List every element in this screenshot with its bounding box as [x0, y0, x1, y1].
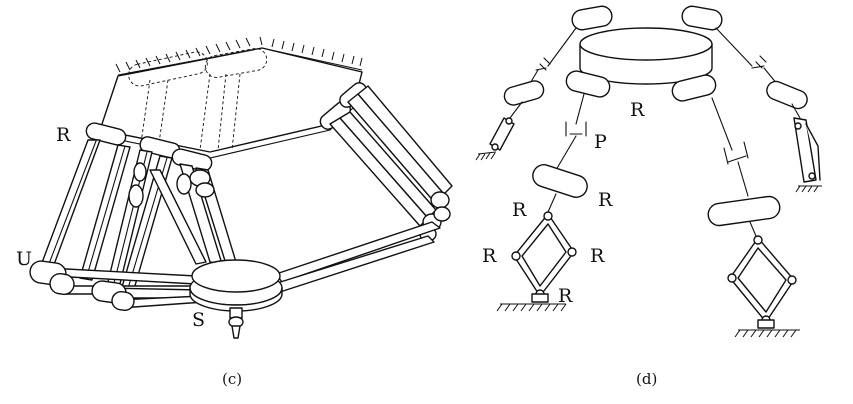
joint-label-r-right-d: R: [598, 189, 613, 211]
caption-c: (c): [222, 370, 242, 388]
hidden-actuators-c: [128, 48, 268, 151]
joint-label-p-d: P: [594, 131, 607, 153]
right-outer-chain-d: [715, 27, 822, 193]
joint-label-r-side-left-d: R: [482, 245, 497, 267]
right-legs-c: [273, 85, 453, 293]
caption-d: (d): [636, 370, 657, 388]
joint-label-r-side-right-d: R: [590, 245, 605, 267]
joint-label-r-bottom-d: R: [558, 285, 573, 307]
right-middle-chain-d: [671, 74, 800, 338]
base-revolute-joints-c: [85, 82, 367, 172]
u-joints-c: [29, 260, 135, 311]
left-outer-chain-d: [475, 27, 577, 161]
panel-d-diagram: R P R R R R R (d): [475, 5, 822, 388]
middle-leg-c: [105, 149, 173, 297]
left-leg-c: [39, 139, 131, 281]
panel-c-diagram: R U S (c): [16, 36, 453, 388]
top-cylinders-d: [571, 5, 723, 31]
inner-legs-c: [149, 163, 237, 265]
left-middle-chain-d: [496, 70, 611, 312]
joint-label-u-c: U: [16, 248, 32, 270]
moving-platform-c: [189, 259, 283, 339]
joint-label-r-top-d: R: [630, 99, 645, 121]
joint-label-s-c: S: [192, 309, 205, 331]
central-disk-d: [579, 27, 713, 85]
joint-label-r-c: R: [56, 124, 71, 146]
joint-label-r-left-d: R: [512, 199, 527, 221]
